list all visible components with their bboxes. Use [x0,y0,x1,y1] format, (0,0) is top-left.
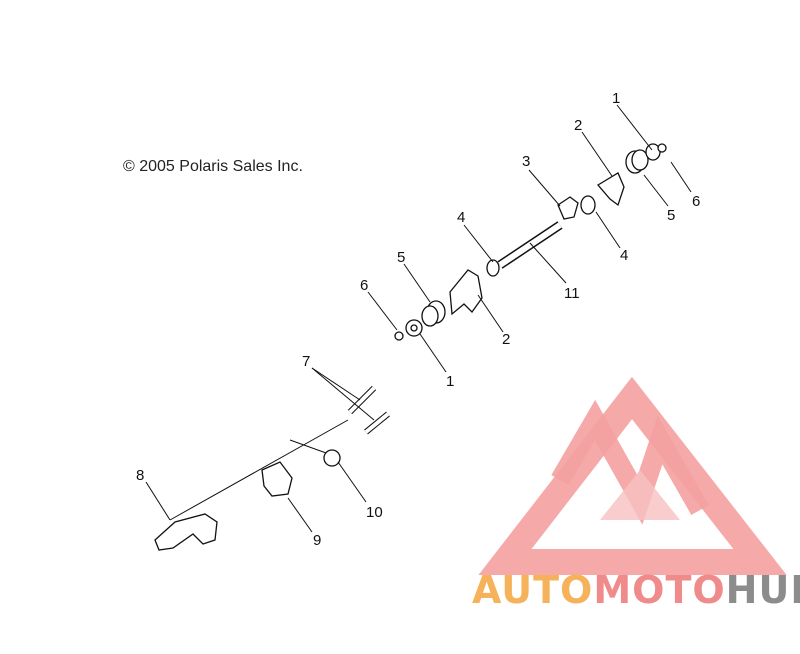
callout-8: 8 [136,467,144,484]
callout-4-lower: 4 [457,209,465,226]
watermark-auto: AUTO [472,568,594,612]
callout-9: 9 [313,532,321,549]
callout-3: 3 [522,153,530,170]
callout-7: 7 [302,353,310,370]
shift-rod [497,221,563,269]
lower-fork-assembly [394,259,500,341]
copyright-notice: © 2005 Polaris Sales Inc. [123,158,303,175]
watermark-logo [478,376,787,575]
shift-shaft-assembly [154,385,390,551]
callout-10: 10 [366,504,383,521]
upper-fork-assembly [557,143,667,220]
watermark-text: AUTOMOTOHUB [472,568,800,612]
watermark-moto: MOTO [593,568,726,612]
callout-1-upper: 1 [612,90,620,107]
callout-4-upper: 4 [620,247,628,264]
leader-lines [145,104,692,533]
callout-2-lower: 2 [502,331,510,348]
callout-5-lower: 5 [397,249,405,266]
callout-2-upper: 2 [574,117,582,134]
callout-5-upper: 5 [667,207,675,224]
callout-11: 11 [564,285,580,302]
callout-1-lower: 1 [446,373,454,390]
callout-6-upper: 6 [692,193,700,210]
watermark-hub: HUB [725,568,800,612]
callout-6-lower: 6 [360,277,368,294]
callout-labels: 1 2 3 6 5 4 4 11 5 6 2 1 7 8 9 10 [136,90,700,549]
